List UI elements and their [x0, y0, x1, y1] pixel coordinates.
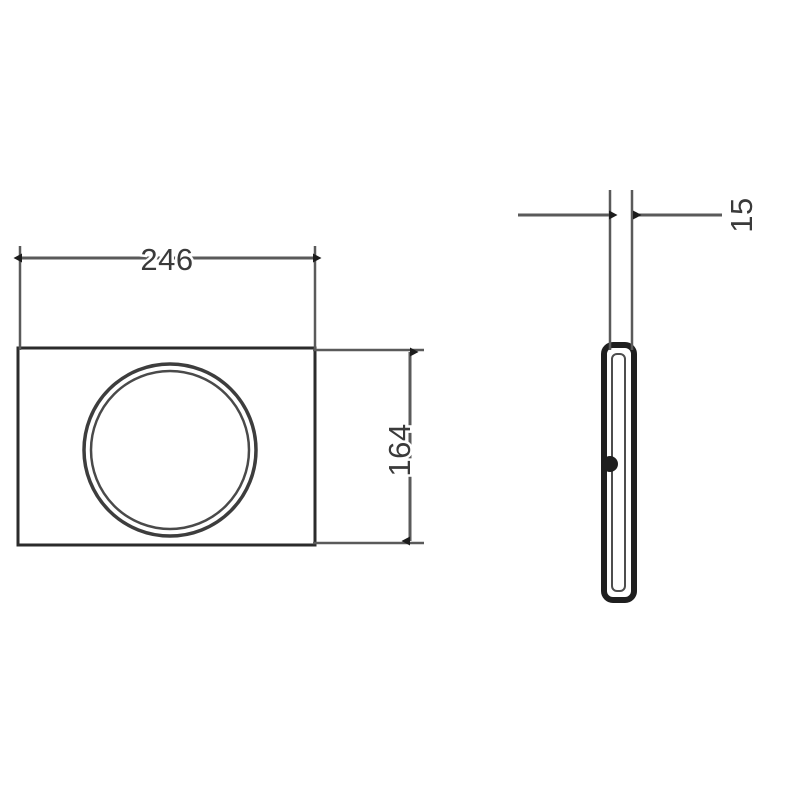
round-flush-button: [82, 362, 258, 538]
thickness-dimension: 15: [518, 190, 762, 350]
width-dimension-label: 246: [140, 242, 193, 277]
side-view: [601, 342, 637, 603]
thickness-dimension-label: 15: [724, 197, 759, 232]
width-dimension: 246: [13, 240, 322, 350]
plate-outline: [16, 346, 317, 547]
height-dimension-label: 164: [382, 423, 417, 476]
front-view: [16, 346, 317, 547]
side-button-bump: [602, 456, 618, 472]
side-plate-inner-edge: [611, 353, 626, 592]
round-flush-button-inner-ring: [89, 369, 251, 531]
height-dimension: 164: [313, 347, 424, 546]
side-plate-outline: [601, 342, 637, 603]
